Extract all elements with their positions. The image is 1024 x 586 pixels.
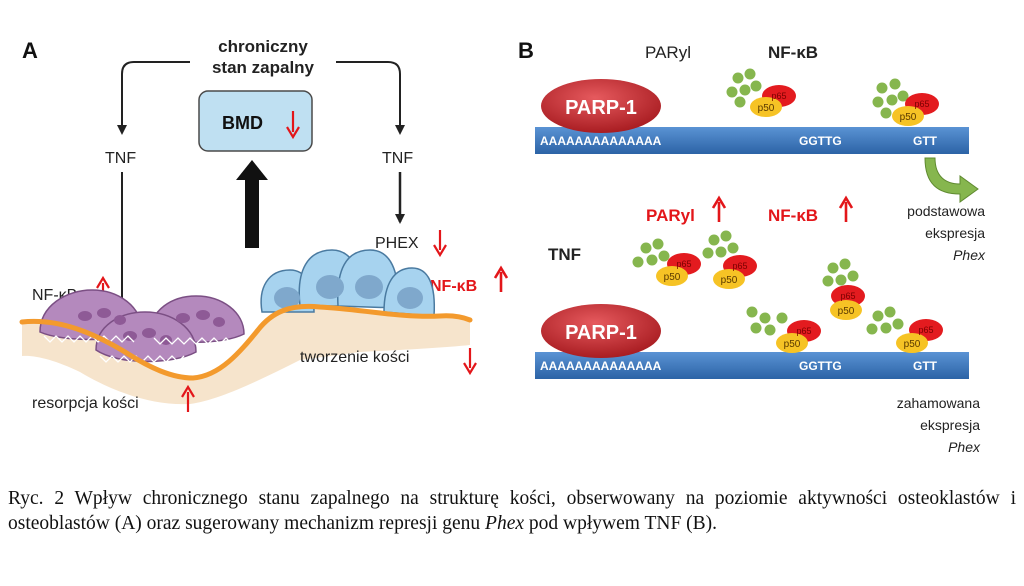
paryl-up-arrow-icon bbox=[711, 195, 727, 222]
basal-expression-line2: ekspresja bbox=[925, 225, 985, 241]
formation-down-arrow-icon bbox=[463, 348, 477, 376]
p50-label: p50 bbox=[784, 339, 801, 350]
p65-label: p65 bbox=[914, 99, 929, 109]
p50-label: p50 bbox=[900, 112, 917, 123]
panel-a-letter: A bbox=[22, 38, 38, 63]
nfkb-complex-bound-1: p65 p50 bbox=[746, 306, 821, 353]
p65-label: p65 bbox=[676, 259, 691, 269]
bmd-down-arrow-icon bbox=[286, 111, 300, 140]
p50-label: p50 bbox=[721, 275, 738, 286]
nfkb-top-label: NF-κB bbox=[768, 43, 818, 62]
bone-to-bmd-arrow-icon bbox=[236, 160, 268, 248]
p50-label: p50 bbox=[758, 103, 775, 114]
nfkb-complex-free-1: p65 p50 bbox=[632, 238, 701, 286]
nfkb-right-label: NF-κB bbox=[430, 278, 477, 295]
dna-bottom-ggttg: GGTTG bbox=[799, 359, 842, 373]
bmd-label: BMD bbox=[222, 113, 263, 133]
nfkb-complex-top-1: p65 p50 bbox=[726, 68, 796, 117]
tnf-b-label: TNF bbox=[548, 245, 581, 264]
p65-label: p65 bbox=[918, 325, 933, 335]
panel-b: B PARyl NF-κB AAAAAAAAAAAAAA GGTTG GTT P… bbox=[518, 38, 986, 455]
inhibited-expression-gene: Phex bbox=[948, 439, 981, 455]
bone-tissue bbox=[22, 306, 470, 405]
figure-caption: Ryc. 2 Wpływ chronicznego stanu zapalneg… bbox=[8, 486, 1016, 536]
parp1-top-oval bbox=[541, 79, 661, 133]
panel-b-letter: B bbox=[518, 38, 534, 63]
inhibited-expression-line1: zahamowana bbox=[897, 395, 980, 411]
parp1-top-label: PARP-1 bbox=[565, 97, 637, 119]
resorption-up-arrow-icon bbox=[181, 384, 195, 412]
dna-top-poly-a: AAAAAAAAAAAAAA bbox=[540, 134, 662, 148]
inflammation-label-line1: chroniczny bbox=[218, 37, 308, 56]
bmd-box bbox=[198, 90, 313, 152]
inhibited-expression-line2: ekspresja bbox=[920, 417, 980, 433]
nfkb-complex-free-2: p65 p50 bbox=[702, 230, 757, 289]
p65-label: p65 bbox=[732, 261, 747, 271]
basal-expression-line1: podstawowa bbox=[907, 203, 985, 219]
arrow-inflammation-to-tnf-right bbox=[336, 61, 405, 135]
phex-down-arrow-icon bbox=[433, 230, 447, 258]
panel-a: A chroniczny stan zapalny BMD TNF TNF PH… bbox=[19, 37, 509, 412]
nfkb-increase-label: NF-κB bbox=[768, 206, 818, 225]
phex-label: PHEX bbox=[375, 235, 419, 252]
tnf-left-label: TNF bbox=[105, 150, 136, 167]
paryl-top-label: PARyl bbox=[645, 43, 691, 62]
bone-resorption-label: resorpcja kości bbox=[32, 395, 139, 412]
dna-bottom-gtt: GTT bbox=[913, 359, 938, 373]
nfkb-right-up-arrow-icon bbox=[493, 265, 509, 292]
bone-formation-label: tworzenie kości bbox=[300, 349, 409, 366]
dna-top-gtt: GTT bbox=[913, 134, 938, 148]
figure: A chroniczny stan zapalny BMD TNF TNF PH… bbox=[19, 37, 986, 455]
basal-expression-gene: Phex bbox=[953, 247, 986, 263]
arrow-inflammation-to-tnf-left bbox=[117, 61, 190, 135]
p65-label: p65 bbox=[771, 91, 786, 101]
nfkb-complex-top-2: p65 p50 bbox=[872, 78, 939, 126]
caption-text-2: pod wpływem TNF (B). bbox=[524, 513, 718, 534]
p50-label: p50 bbox=[838, 306, 855, 317]
p50-label: p50 bbox=[904, 339, 921, 350]
p65-label: p65 bbox=[796, 326, 811, 336]
nfkb-complex-bound-2: p65 p50 bbox=[866, 306, 943, 353]
bone-surface-line bbox=[19, 303, 473, 381]
inflammation-label-line2: stan zapalny bbox=[212, 58, 315, 77]
nfkb-complex-free-3: p65 p50 bbox=[822, 258, 865, 320]
p65-label: p65 bbox=[840, 291, 855, 301]
nfkb-up-arrow-icon bbox=[838, 195, 854, 222]
dna-bottom-poly-a: AAAAAAAAAAAAAA bbox=[540, 359, 662, 373]
tnf-right-label: TNF bbox=[382, 150, 413, 167]
parp1-bottom-oval bbox=[541, 304, 661, 358]
caption-text-1: Ryc. 2 Wpływ chronicznego stanu zapalneg… bbox=[8, 488, 1016, 534]
osteoblast-cells bbox=[260, 249, 436, 317]
parp1-bottom-label: PARP-1 bbox=[565, 322, 637, 344]
paryl-increase-label: PARyl bbox=[646, 206, 695, 225]
dna-top-ggttg: GGTTG bbox=[799, 134, 842, 148]
expression-arrow-icon bbox=[924, 157, 979, 203]
caption-gene: Phex bbox=[485, 513, 525, 534]
p50-label: p50 bbox=[664, 272, 681, 283]
